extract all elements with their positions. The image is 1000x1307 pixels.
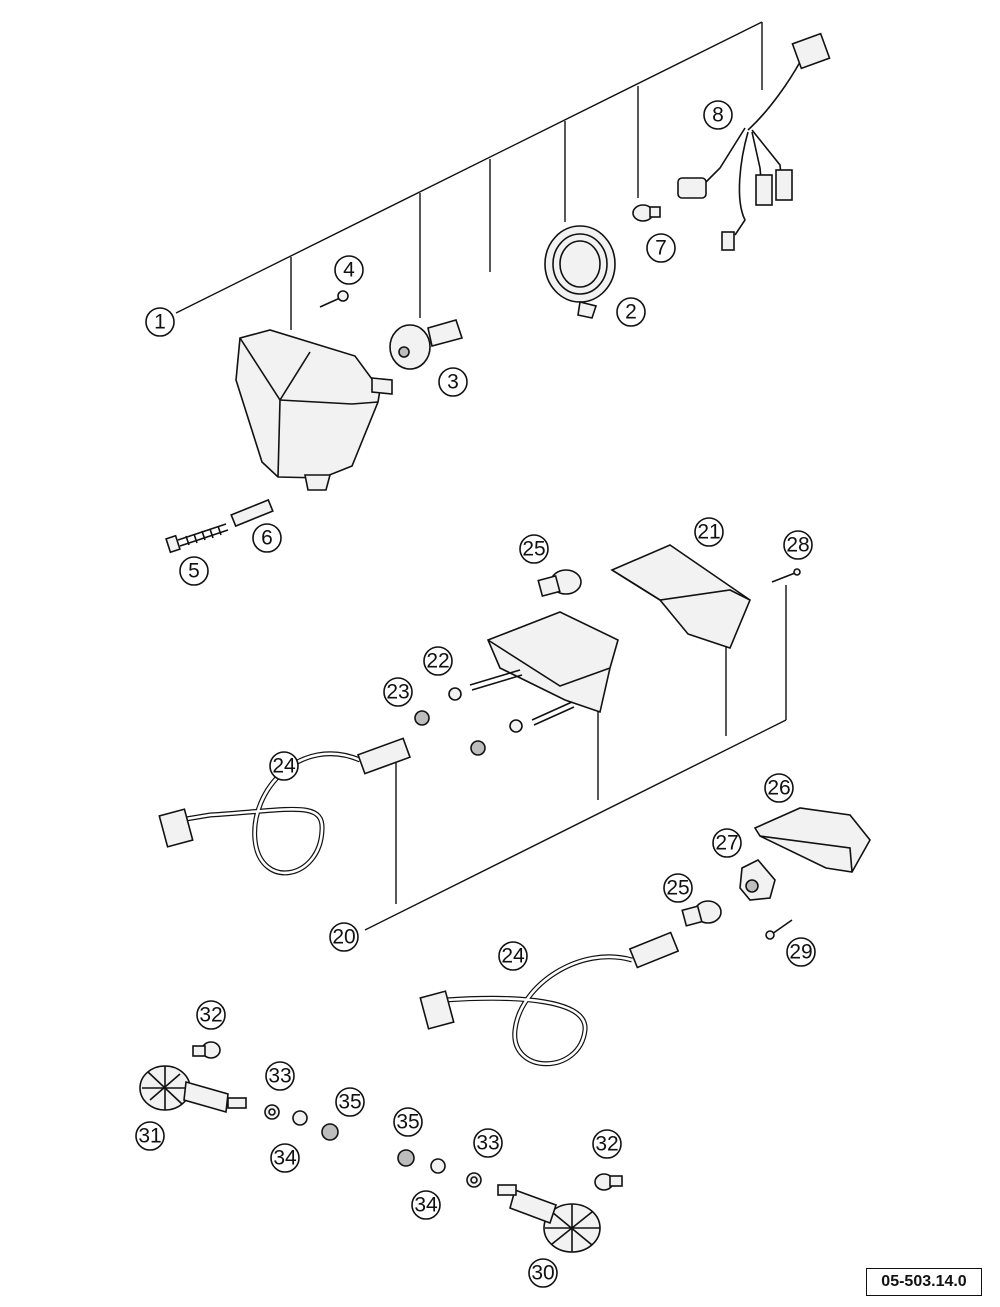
callout-33-left-label: 33 <box>268 1065 291 1088</box>
callout-7-label: 7 <box>655 237 667 260</box>
callout-22: 22 <box>423 646 453 676</box>
right-mounting-hardware <box>397 1149 482 1188</box>
callout-3-label: 3 <box>447 371 459 394</box>
screw-part-4 <box>319 290 349 308</box>
callout-4-label: 4 <box>343 259 355 282</box>
license-light-cover-part <box>753 807 871 873</box>
callout-34-left-label: 34 <box>273 1147 297 1170</box>
callout-24-license: 24 <box>498 941 528 971</box>
callout-1: 1 <box>145 307 175 337</box>
tail-light-lens-part <box>610 544 751 649</box>
screw-part-28 <box>771 568 801 583</box>
callout-30-label: 30 <box>531 1262 554 1285</box>
callout-7: 7 <box>646 233 676 263</box>
long-screw-part-5 <box>165 523 229 554</box>
leader-lines <box>175 21 787 931</box>
bulb-holder-ring-part <box>544 225 616 319</box>
license-light-holder-part <box>739 859 776 901</box>
callout-27: 27 <box>712 828 742 858</box>
callout-28: 28 <box>783 530 813 560</box>
right-turn-signal-part <box>497 1184 601 1253</box>
tail-light-body-part <box>414 611 619 756</box>
tail-bulb-part <box>537 569 582 598</box>
callout-20: 20 <box>329 922 359 952</box>
callout-35-left: 35 <box>335 1087 365 1117</box>
callout-35-left-label: 35 <box>338 1091 361 1114</box>
callout-34-right: 34 <box>411 1190 441 1220</box>
callout-24-tail: 24 <box>269 751 299 781</box>
callout-33-right-label: 33 <box>476 1132 499 1155</box>
parking-bulb-part <box>632 204 661 222</box>
document-reference-number: 05-503.14.0 <box>866 1268 982 1296</box>
callout-35-right: 35 <box>393 1107 423 1137</box>
callout-33-right: 33 <box>473 1128 503 1158</box>
spacer-sleeve-part <box>230 498 274 528</box>
callout-6: 6 <box>252 523 282 553</box>
callout-33-left: 33 <box>265 1061 295 1091</box>
callout-2: 2 <box>616 297 646 327</box>
screw-part-29 <box>765 919 793 940</box>
callout-29-label: 29 <box>789 941 812 964</box>
callout-25-tail-label: 25 <box>522 538 545 561</box>
headlight-wiring-harness-part <box>677 32 831 251</box>
callout-25-license-label: 25 <box>666 877 689 900</box>
callout-34-left: 34 <box>270 1143 300 1173</box>
callout-20-label: 20 <box>332 926 355 949</box>
callout-30: 30 <box>528 1258 558 1288</box>
callout-22-label: 22 <box>426 650 449 673</box>
callout-6-label: 6 <box>261 527 273 550</box>
license-bulb-part <box>681 900 722 927</box>
left-mounting-hardware <box>264 1104 339 1141</box>
callout-23-label: 23 <box>386 681 409 704</box>
callout-31: 31 <box>135 1121 165 1151</box>
callout-1-label: 1 <box>154 311 166 334</box>
turn-bulb-part-right <box>594 1173 623 1191</box>
callout-2-label: 2 <box>625 301 637 324</box>
callout-8-label: 8 <box>712 104 724 127</box>
callout-21: 21 <box>694 517 724 547</box>
headlight-housing-part <box>235 329 393 491</box>
callout-5: 5 <box>179 556 209 586</box>
callout-8: 8 <box>703 100 733 130</box>
callout-28-label: 28 <box>786 534 809 557</box>
license-light-wiring-part <box>419 931 680 1067</box>
callout-25-license: 25 <box>663 873 693 903</box>
callout-32-right: 32 <box>592 1129 622 1159</box>
callout-34-right-label: 34 <box>414 1194 438 1217</box>
callout-26: 26 <box>764 773 794 803</box>
callout-32-left-label: 32 <box>199 1004 222 1027</box>
callout-23: 23 <box>383 677 413 707</box>
callout-32-right-label: 32 <box>595 1133 618 1156</box>
callout-35-right-label: 35 <box>396 1111 419 1134</box>
callout-31-label: 31 <box>138 1125 161 1148</box>
callout-29: 29 <box>786 937 816 967</box>
callout-21-label: 21 <box>697 521 720 544</box>
callout-27-label: 27 <box>715 832 738 855</box>
callout-3: 3 <box>438 367 468 397</box>
turn-bulb-part-left <box>192 1041 221 1059</box>
left-turn-signal-part <box>139 1065 247 1114</box>
callout-4: 4 <box>334 255 364 285</box>
callout-24-tail-label: 24 <box>272 755 296 778</box>
callout-24-license-label: 24 <box>501 945 525 968</box>
callout-5-label: 5 <box>188 560 200 583</box>
headlight-bulb-part <box>389 319 464 370</box>
callout-32-left: 32 <box>196 1000 226 1030</box>
callout-25-tail: 25 <box>519 534 549 564</box>
callout-26-label: 26 <box>767 777 790 800</box>
